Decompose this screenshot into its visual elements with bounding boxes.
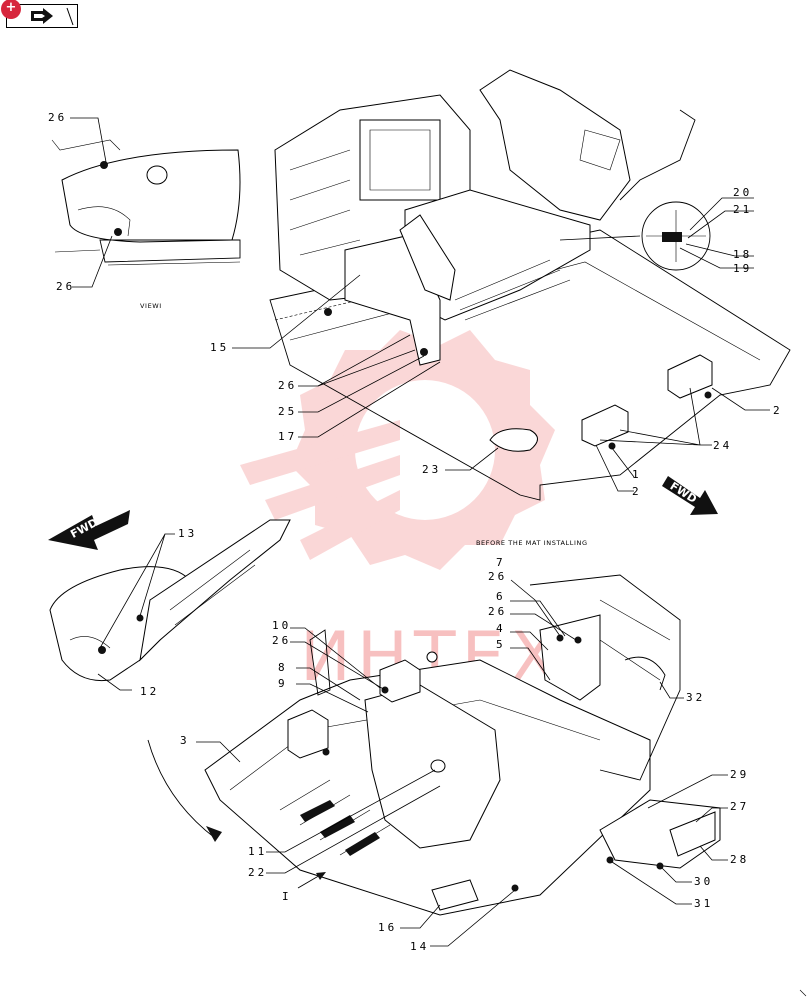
callout-label: 2 bbox=[632, 485, 642, 498]
lower-floor-assembly bbox=[204, 574, 721, 916]
callout-label: 14 bbox=[410, 940, 429, 953]
callout-label: 18 bbox=[733, 248, 752, 261]
fwd-arrow-right: FWD bbox=[662, 476, 718, 515]
fwd-label: FWD bbox=[668, 480, 699, 506]
add-badge[interactable]: + bbox=[1, 0, 21, 19]
callout-label: 23 bbox=[422, 463, 441, 476]
callout-label: 32 bbox=[686, 691, 705, 704]
callout-label: 29 bbox=[730, 768, 749, 781]
callout-label: 11 bbox=[248, 845, 267, 858]
callout-label: 20 bbox=[733, 186, 752, 199]
callout-label: 28 bbox=[730, 853, 749, 866]
callout-label: 26 bbox=[278, 379, 297, 392]
callout-label: 31 bbox=[694, 897, 713, 910]
view-arrow-label: I bbox=[282, 890, 292, 903]
callout-label: 26 bbox=[488, 570, 507, 583]
callout-label: 21 bbox=[733, 203, 752, 216]
callout-label: 25 bbox=[278, 405, 297, 418]
left-cover-assembly: FWD bbox=[48, 510, 291, 691]
callout-label: 16 bbox=[378, 921, 397, 934]
callout-label: 7 bbox=[496, 556, 506, 569]
callout-label: 10 bbox=[272, 619, 291, 632]
callout-label: 30 bbox=[694, 875, 713, 888]
callout-label: 26 bbox=[488, 605, 507, 618]
upper-frame-assembly bbox=[269, 69, 791, 501]
callout-label: 6 bbox=[496, 590, 506, 603]
arrow-right-icon bbox=[31, 7, 74, 26]
view-caption: VIEWI bbox=[140, 302, 162, 310]
callout-label: 17 bbox=[278, 430, 297, 443]
callout-label: 2 bbox=[773, 404, 783, 417]
callout-label: 8 bbox=[278, 661, 288, 674]
watermark-gear-logo bbox=[240, 330, 555, 570]
callout-label: 19 bbox=[733, 262, 752, 275]
callout-label: 3 bbox=[180, 734, 190, 747]
callout-label: 4 bbox=[496, 622, 506, 635]
callout-label: 26 bbox=[56, 280, 75, 293]
callout-label: 26 bbox=[48, 111, 67, 124]
callout-label: 1 bbox=[632, 468, 642, 481]
callout-label: 5 bbox=[496, 638, 506, 651]
callout-label: 13 bbox=[178, 527, 197, 540]
callout-label: 24 bbox=[713, 439, 732, 452]
view-i-detail bbox=[51, 117, 241, 288]
callout-label: 26 bbox=[272, 634, 291, 647]
callout-label: 15 bbox=[210, 341, 229, 354]
callout-label: 9 bbox=[278, 677, 288, 690]
callout-label: 12 bbox=[140, 685, 159, 698]
before-mat-caption: BEFORE THE MAT INSTALLING bbox=[476, 539, 588, 547]
callout-label: 22 bbox=[248, 866, 267, 879]
nav-button[interactable]: + bbox=[1, 0, 78, 28]
callout-label: 27 bbox=[730, 800, 749, 813]
